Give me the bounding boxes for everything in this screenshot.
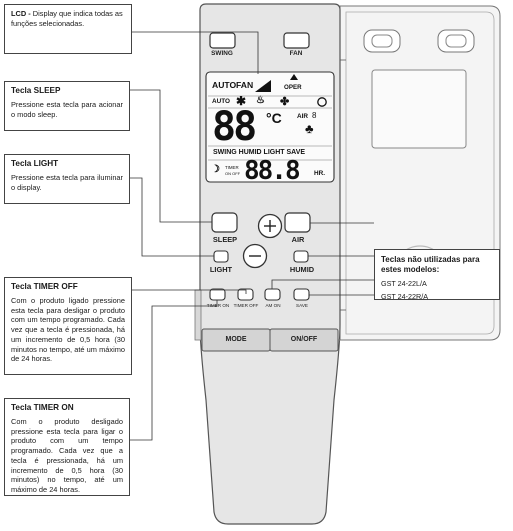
unused-model-1: GST 24-22L/A <box>381 279 427 288</box>
timer-off-button[interactable]: TIMER OFF <box>233 303 259 308</box>
remote-side-tab <box>194 289 202 341</box>
oper-arrow-icon <box>290 74 298 80</box>
sleep-callout-body: Pressione esta tecla para acionar o modo… <box>11 99 123 119</box>
lcd-oper: OPER <box>284 84 302 91</box>
sleep-button-shape <box>211 212 238 233</box>
lcd-tree-icon: ♣ <box>305 121 314 136</box>
light-callout-body: Pressione esta tecla para iluminar o dis… <box>11 172 123 192</box>
air-button[interactable]: AIR <box>291 235 305 244</box>
fan-mode-icon: ✤ <box>280 96 290 108</box>
sleep-button[interactable]: SLEEP <box>212 235 238 244</box>
light-callout: Tecla LIGHT Pressione esta tecla para il… <box>4 154 130 204</box>
lcd-temperature: 88 <box>212 104 257 150</box>
cool-snowflake-icon: ✱ <box>236 94 247 108</box>
mode-button[interactable]: MODE <box>225 336 247 343</box>
unused-keys-callout: Teclas não utilizadas para estes modelos… <box>374 249 500 301</box>
lcd-air-digit: 8 <box>312 111 317 120</box>
light-button-shape <box>213 250 229 263</box>
lcd-callout-body: Display que indica todas as funções sele… <box>11 9 123 28</box>
lcd-callout: LCD - Display que indica todas as funçõe… <box>4 4 132 54</box>
dry-icon: ♨ <box>256 95 265 106</box>
on-off-button[interactable]: ON/OFF <box>290 336 318 343</box>
fan-button-shape <box>283 32 310 49</box>
lcd-sleep-icon: ☽ <box>211 164 220 175</box>
lcd-auto-small: AUTO <box>212 98 230 105</box>
lcd-screen <box>205 71 335 183</box>
light-callout-title: Tecla LIGHT <box>11 159 59 168</box>
heat-circle-icon <box>317 97 327 107</box>
lcd-time: 88.8 <box>244 156 301 186</box>
lcd-callout-title: LCD - <box>11 9 33 18</box>
sleep-callout: Tecla SLEEP Pressione esta tecla para ac… <box>4 81 130 131</box>
sleep-callout-title: Tecla SLEEP <box>11 86 61 95</box>
humid-button[interactable]: HUMID <box>289 265 315 274</box>
swing-button-shape <box>209 32 236 49</box>
timer-on-button-shape <box>209 288 226 301</box>
on-off-button-shape <box>269 328 339 352</box>
lcd-on-off: ON OFF <box>225 171 241 176</box>
timer-on-callout-body: Com o produto desligado pressione esta t… <box>11 416 123 495</box>
am-on-button[interactable]: AM ON <box>265 303 281 308</box>
timer-off-callout-body: Com o produto ligado pressione esta tecl… <box>11 295 125 364</box>
lcd-functions: SWING HUMID LIGHT SAVE <box>213 149 306 156</box>
cover-latch-left <box>363 29 401 53</box>
back-cover-inner <box>345 11 495 335</box>
unused-keys-title: Teclas não utilizadas para estes modelos… <box>381 255 480 274</box>
timer-on-button[interactable]: TIMER ON <box>206 303 230 308</box>
save-button[interactable]: SAVE <box>296 303 308 308</box>
swing-label: SWING <box>211 50 233 57</box>
lcd-hr: HR. <box>314 170 326 177</box>
lcd-auto: AUTO <box>212 80 237 90</box>
cover-latch-right <box>437 29 475 53</box>
lcd-fan: FAN <box>236 80 254 90</box>
fan-label: FAN <box>289 50 303 57</box>
light-button[interactable]: LIGHT <box>209 265 233 274</box>
timer-off-button-shape <box>237 288 254 301</box>
unused-model-2: GST 24-22R/A <box>381 291 429 301</box>
lcd-timer: TIMER <box>225 165 239 170</box>
am-on-button-shape <box>264 288 281 301</box>
leader-lines <box>130 31 374 441</box>
fan-bars <box>255 80 271 92</box>
lcd-air: AIR <box>297 113 309 120</box>
cover-window <box>371 69 467 149</box>
timer-on-callout: Tecla TIMER ON Com o produto desligado p… <box>4 398 130 496</box>
air-button-shape <box>284 212 311 233</box>
timer-on-callout-title: Tecla TIMER ON <box>11 403 74 412</box>
lcd-unit: °C <box>266 110 282 126</box>
timer-off-callout-title: Tecla TIMER OFF <box>11 282 78 291</box>
humid-button-shape <box>293 250 309 263</box>
save-button-shape <box>293 288 310 301</box>
timer-off-callout: Tecla TIMER OFF Com o produto ligado pre… <box>4 277 132 375</box>
